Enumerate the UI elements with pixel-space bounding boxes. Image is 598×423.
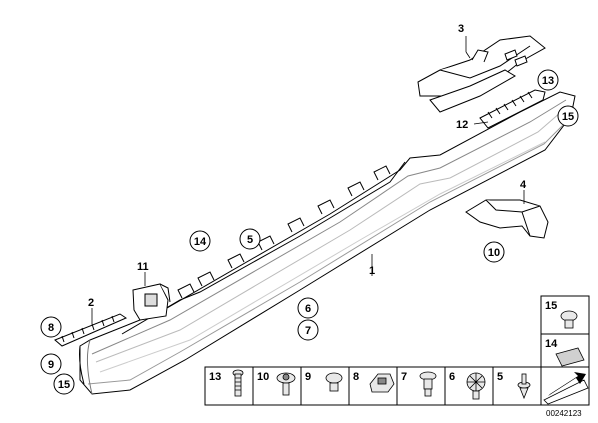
- legend-num-9: 9: [305, 371, 311, 383]
- part-label-3: 3: [458, 23, 464, 35]
- legend-num-10: 10: [257, 371, 269, 383]
- sill-clip-tabs: [177, 165, 391, 299]
- legend-row: 13 10 9 8 7: [204, 366, 542, 406]
- legend-num-14: 14: [545, 338, 558, 350]
- legend-num-15: 15: [545, 300, 557, 312]
- holder-part-11: [132, 283, 171, 321]
- callout-15-top: 15: [562, 111, 574, 123]
- direction-arrow-icon: [543, 372, 589, 405]
- legend-num-6: 6: [449, 371, 455, 383]
- callout-9: 9: [48, 359, 54, 371]
- part-label-12: 12: [456, 119, 468, 131]
- push-rivet-icon: [517, 373, 531, 400]
- expanding-rivet-icon: [419, 371, 437, 397]
- callout-13: 13: [542, 75, 554, 87]
- callout-15-bottom: 15: [58, 379, 70, 391]
- part-label-2: 2: [88, 297, 94, 309]
- part-label-11: 11: [137, 261, 149, 273]
- front-bracket-part-4: [465, 199, 549, 239]
- plug-clip-icon: [560, 310, 578, 329]
- legend-num-7: 7: [401, 371, 407, 383]
- legend-num-8: 8: [353, 371, 359, 383]
- callout-6: 6: [305, 303, 311, 315]
- callout-8: 8: [48, 322, 54, 334]
- document-number: 00242123: [546, 409, 582, 418]
- callout-10: 10: [488, 247, 500, 259]
- bolt-icon: [232, 369, 244, 397]
- circled-callouts: [40, 69, 579, 395]
- guide-rail-part-12: [479, 89, 546, 129]
- side-sill-trim: [79, 91, 576, 395]
- rosette-clip-icon: [466, 372, 486, 400]
- legend-side: 15 14: [540, 295, 590, 406]
- rail-part-2: [54, 313, 128, 347]
- screw-nut-icon: [276, 372, 296, 396]
- foil-pad-icon: [555, 347, 585, 367]
- spring-clip-icon: [369, 373, 395, 393]
- leader-lines: [91, 36, 525, 324]
- legend-num-5: 5: [497, 371, 503, 383]
- legend-num-13: 13: [209, 371, 221, 383]
- callout-7: 7: [305, 325, 311, 337]
- clip-nut-icon: [325, 372, 343, 392]
- part-label-1: 1: [369, 265, 375, 277]
- callout-5: 5: [247, 234, 253, 246]
- upper-bracket-part-3: [417, 35, 546, 113]
- part-label-4: 4: [520, 179, 527, 191]
- callout-14: 14: [194, 236, 207, 248]
